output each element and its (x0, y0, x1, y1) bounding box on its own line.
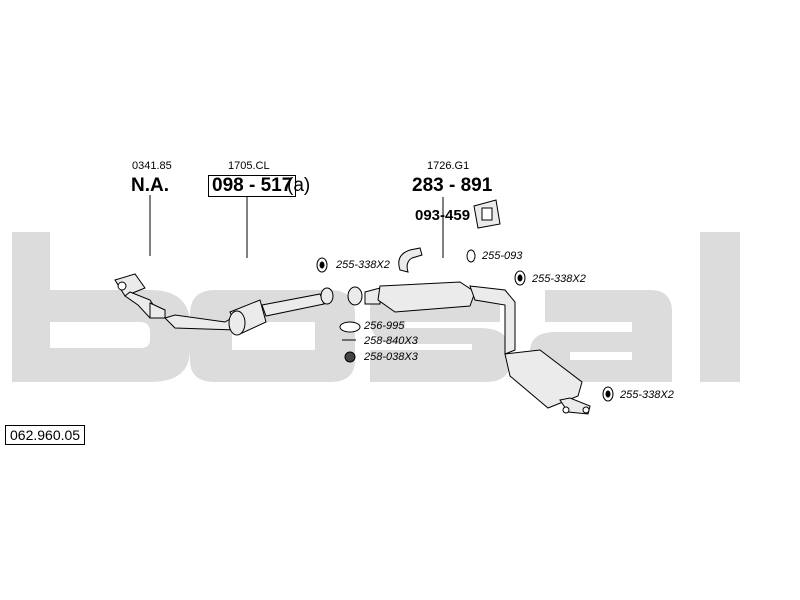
rear-muffler-part (504, 349, 591, 415)
callout-label: 255-338X2 (620, 389, 674, 401)
hanger-bracket-part (473, 199, 501, 229)
mounting-rubbers (316, 249, 614, 402)
callout-label: 255-338X2 (336, 259, 390, 271)
catalytic-converter-part (164, 287, 334, 336)
callout-label: 258-840X3 (364, 335, 418, 347)
front-muffler-part (347, 247, 516, 355)
callout-label: 258-038X3 (364, 351, 418, 363)
part-ref-label: 1726.G1 (427, 160, 470, 172)
part-code-label: N.A. (131, 175, 169, 196)
part-code-suffix: (a) (287, 175, 311, 196)
part-ref-label: 0341.85 (132, 160, 172, 172)
callout-label: 256-995 (364, 320, 405, 332)
front-pipe-part (114, 273, 166, 319)
part-ref-label: 1705.CL (228, 160, 270, 172)
part-code-label: 283 - 891 (412, 175, 493, 196)
leader-lines (149, 195, 444, 258)
callout-label: 255-338X2 (532, 273, 586, 285)
callout-label: 255-093 (482, 250, 523, 262)
part-code-label: 098 - 517 (208, 175, 297, 197)
document-number: 062.960.05 (5, 425, 86, 445)
hanger-code-label: 093-459 (415, 207, 471, 224)
